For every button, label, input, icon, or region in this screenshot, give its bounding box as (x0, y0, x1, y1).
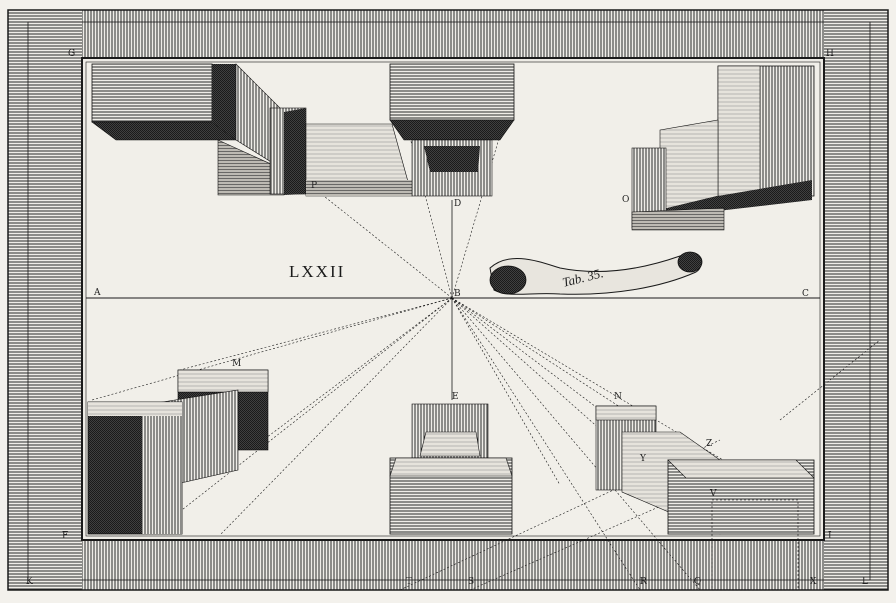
outer-frame-right (824, 10, 888, 590)
block-top-center (389, 63, 515, 197)
block-bottom-center (389, 403, 513, 535)
outer-frame-left (8, 10, 82, 590)
label-P: P (311, 181, 318, 191)
label-Q: Q (694, 577, 702, 587)
label-X: X (810, 577, 817, 587)
label-F: F (62, 531, 69, 541)
label-B: B (454, 289, 461, 299)
label-M: M (232, 359, 242, 369)
block-top-center-plank (305, 123, 413, 197)
label-K: K (26, 577, 33, 587)
label-Z: Z (706, 439, 713, 449)
label-L: L (862, 577, 868, 587)
label-G: G (68, 49, 76, 59)
block-top-right (631, 65, 815, 231)
label-A: A (94, 288, 101, 298)
block-bottom-left (87, 369, 269, 535)
block-top-left (91, 63, 307, 196)
label-Y: Y (640, 454, 646, 464)
outer-frame-top (8, 10, 888, 58)
label-N: N (614, 392, 622, 402)
label-O: O (622, 195, 630, 205)
scroll-cartouche (489, 251, 703, 295)
label-S: S (468, 577, 475, 587)
label-E: E (452, 392, 459, 402)
label-D: D (454, 199, 462, 209)
label-R: R (640, 577, 647, 587)
label-T: T (406, 577, 413, 587)
plate-number: LXXII (289, 262, 346, 281)
block-bottom-right (595, 405, 815, 591)
label-H: H (826, 49, 834, 59)
label-V: V (710, 489, 717, 499)
label-I: I (828, 531, 832, 541)
label-C: C (802, 289, 809, 299)
outer-frame-bottom (8, 540, 888, 590)
